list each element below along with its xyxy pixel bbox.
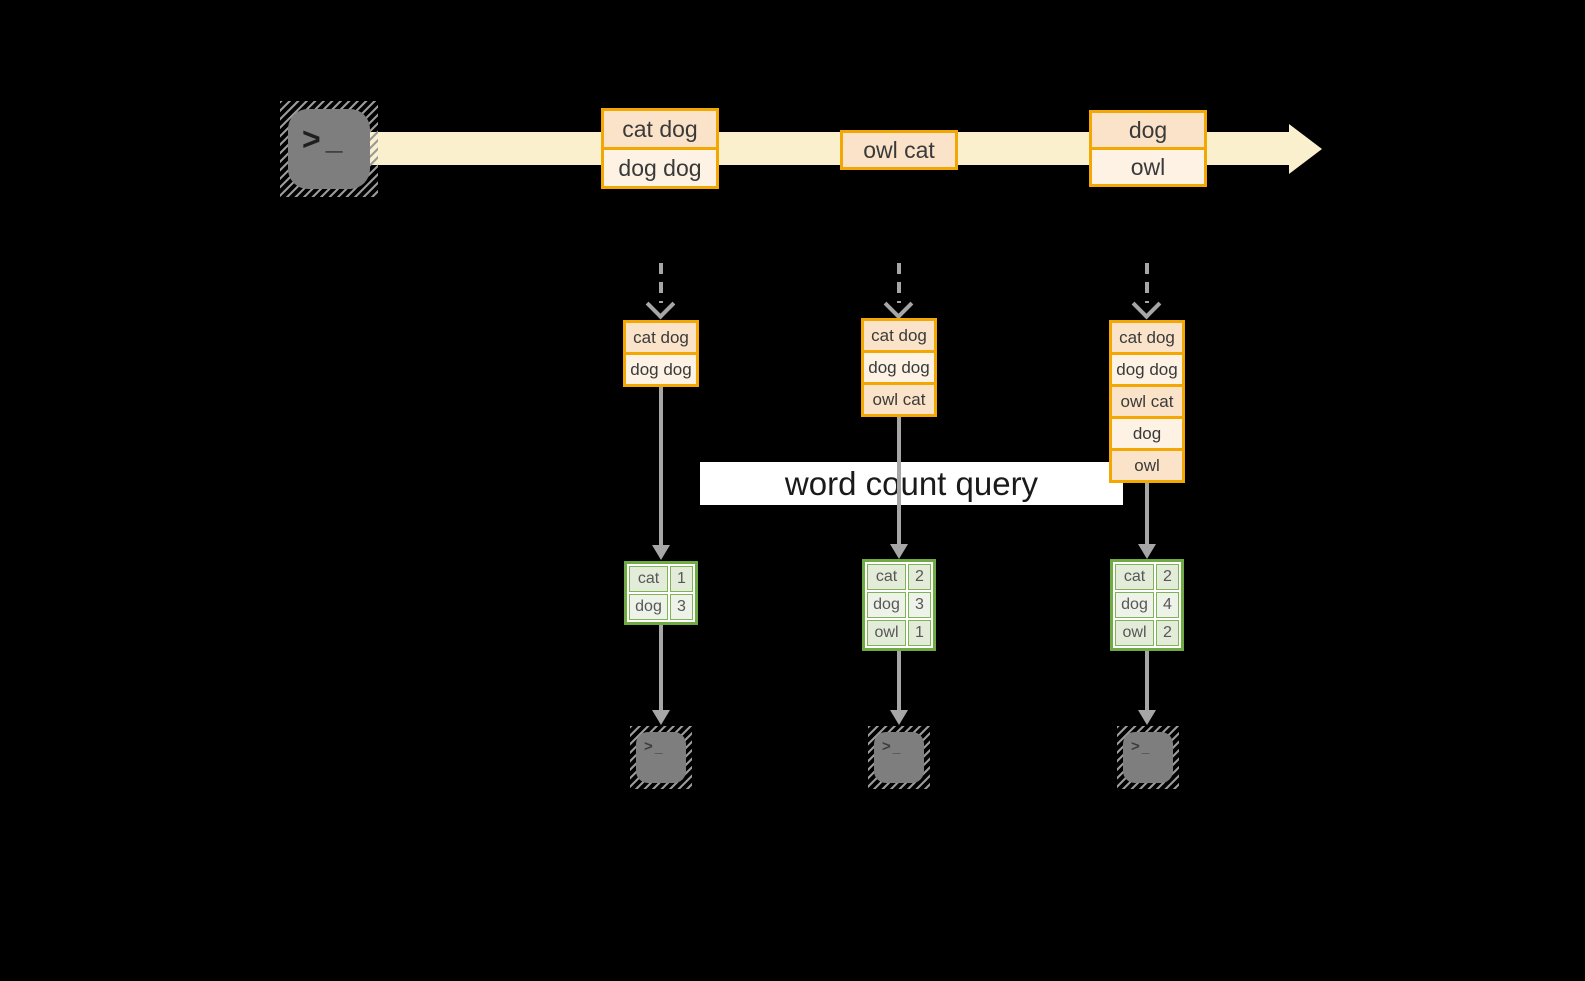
stream-arrowhead-icon	[1289, 124, 1322, 174]
stream-record: dog dog	[604, 150, 716, 186]
result-table-1: cat 1 dog 3	[624, 561, 698, 625]
state-record: owl cat	[864, 385, 934, 414]
state-stack-2: cat dog dog dog owl cat	[861, 318, 937, 417]
state-record: owl	[1112, 451, 1182, 480]
dashed-arrow-1	[659, 263, 663, 303]
query-label: word count query	[784, 464, 1039, 502]
terminal-screen: >_	[636, 732, 686, 783]
dashed-arrowhead-3-icon	[1131, 289, 1162, 320]
output-arrow-2	[897, 651, 901, 711]
terminal-screen: >_	[1123, 732, 1173, 783]
count-cell: 2	[908, 564, 931, 590]
table-row: cat 1	[629, 566, 693, 592]
terminal-prompt-icon: >_	[1131, 738, 1150, 755]
count-cell: 1	[670, 566, 693, 592]
sink-terminal-1-icon: >_	[630, 726, 692, 789]
stream-record: owl	[1092, 150, 1204, 184]
query-arrowhead-1-icon	[652, 545, 670, 560]
terminal-prompt-icon: >_	[302, 121, 342, 157]
state-record: dog dog	[626, 355, 696, 384]
terminal-prompt-icon: >_	[644, 738, 663, 755]
table-row: owl 2	[1115, 620, 1179, 646]
count-cell: 1	[908, 620, 931, 646]
table-row: dog 3	[629, 594, 693, 620]
dashed-arrowhead-2-icon	[883, 289, 914, 320]
word-cell: dog	[1115, 592, 1154, 618]
count-cell: 2	[1156, 620, 1179, 646]
query-arrowhead-3-icon	[1138, 544, 1156, 559]
word-cell: owl	[867, 620, 906, 646]
count-cell: 3	[908, 592, 931, 618]
terminal-screen: >_	[288, 109, 370, 189]
state-stack-3: cat dog dog dog owl cat dog owl	[1109, 320, 1185, 483]
stream-record: dog	[1092, 113, 1204, 147]
word-cell: owl	[1115, 620, 1154, 646]
query-arrow-1	[659, 387, 663, 546]
source-terminal-icon: >_	[280, 101, 378, 197]
state-record: dog dog	[1112, 355, 1182, 384]
word-cell: cat	[867, 564, 906, 590]
state-record: cat dog	[864, 321, 934, 350]
output-arrowhead-2-icon	[890, 710, 908, 725]
query-arrow-2	[897, 417, 901, 545]
stream-batch-2: owl cat	[840, 130, 958, 170]
output-arrowhead-1-icon	[652, 710, 670, 725]
result-table-2: cat 2 dog 3 owl 1	[862, 559, 936, 651]
table-row: owl 1	[867, 620, 931, 646]
table-row: dog 3	[867, 592, 931, 618]
stream-record: owl cat	[843, 133, 955, 167]
stream-batch-1: cat dog dog dog	[601, 108, 719, 189]
state-record: owl cat	[1112, 387, 1182, 416]
dashed-arrow-3	[1145, 263, 1149, 303]
sink-terminal-3-icon: >_	[1117, 726, 1179, 789]
word-cell: dog	[629, 594, 668, 620]
table-row: cat 2	[1115, 564, 1179, 590]
result-table-3: cat 2 dog 4 owl 2	[1110, 559, 1184, 651]
table-row: dog 4	[1115, 592, 1179, 618]
dashed-arrowhead-1-icon	[645, 289, 676, 320]
query-arrow-3	[1145, 483, 1149, 545]
word-cell: dog	[867, 592, 906, 618]
state-record: dog	[1112, 419, 1182, 448]
stream-record: cat dog	[604, 111, 716, 147]
word-cell: cat	[629, 566, 668, 592]
sink-terminal-2-icon: >_	[868, 726, 930, 789]
word-cell: cat	[1115, 564, 1154, 590]
terminal-prompt-icon: >_	[882, 738, 901, 755]
query-arrowhead-2-icon	[890, 544, 908, 559]
dashed-arrow-2	[897, 263, 901, 303]
output-arrow-3	[1145, 651, 1149, 711]
output-arrow-1	[659, 625, 663, 711]
stream-batch-3: dog owl	[1089, 110, 1207, 187]
state-record: dog dog	[864, 353, 934, 382]
output-arrowhead-3-icon	[1138, 710, 1156, 725]
count-cell: 4	[1156, 592, 1179, 618]
state-record: cat dog	[1112, 323, 1182, 352]
count-cell: 2	[1156, 564, 1179, 590]
terminal-screen: >_	[874, 732, 924, 783]
state-record: cat dog	[626, 323, 696, 352]
query-label-band: word count query	[700, 462, 1123, 505]
table-row: cat 2	[867, 564, 931, 590]
count-cell: 3	[670, 594, 693, 620]
state-stack-1: cat dog dog dog	[623, 320, 699, 387]
